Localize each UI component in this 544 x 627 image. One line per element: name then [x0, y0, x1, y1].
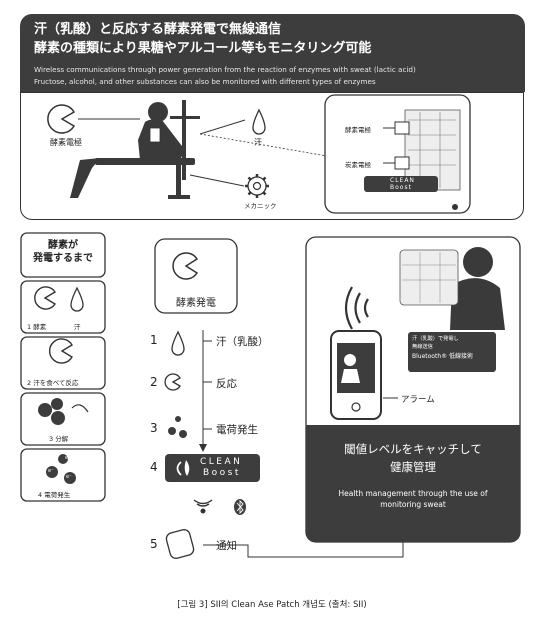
- bluetooth-icon: [234, 499, 246, 515]
- inset-boost-text: Boost: [390, 184, 412, 191]
- figure-caption: [그림 3] SII의 Clean Ase Patch 개념도 (출처: SII…: [177, 600, 367, 610]
- electron-label-3: e⁻: [66, 474, 72, 480]
- inset-enzyme-electrode-label: 酵素電極: [345, 126, 371, 134]
- mid-step3-particles-icon: [168, 416, 187, 438]
- mid-step1-sweat-icon: [171, 330, 185, 356]
- left-column-title: 酵素が 発電するまで: [21, 239, 105, 265]
- health-mgmt-title: 閾値レベルをキャッチして 健康管理: [306, 440, 520, 476]
- step2-label: 反応: [216, 378, 237, 390]
- wireless-info-text: 汗（乳酸）で発電し 無線送信 Bluetooth® 低線接術: [412, 336, 473, 361]
- enzyme-power-label: 酵素発電: [176, 298, 216, 309]
- mechanic-label: メカニック: [244, 202, 277, 210]
- wireless-info-line2: 無線送信: [412, 343, 433, 350]
- header-en-line1: Wireless communications through power ge…: [34, 65, 416, 74]
- clean-boost-leaf-icon: [184, 460, 190, 476]
- notify-device-icon: [165, 529, 195, 559]
- step3-label: 電荷発生: [216, 424, 258, 436]
- zoom-line: [199, 133, 351, 161]
- left-step2-label: 2 汗を食べて反応: [27, 379, 79, 387]
- left-step3-label: 3 分解: [49, 435, 69, 443]
- mid-step2-enzyme-icon: [164, 373, 181, 391]
- left-column-boxes: [20, 232, 106, 502]
- health-mgmt-en: Health management through the use of mon…: [306, 488, 520, 510]
- step3-num: 3: [150, 421, 158, 435]
- clean-boost-text: CLEAN Boost: [200, 457, 242, 479]
- step5-label: 通知: [216, 540, 237, 552]
- health-title-line2: 健康管理: [390, 460, 436, 474]
- left-step4-label: 4 電荷発生: [38, 491, 71, 499]
- clean-boost-line2: Boost: [203, 468, 241, 478]
- step2-num: 2: [150, 375, 158, 389]
- step2-enzyme-icon: [48, 338, 73, 364]
- wireless-waves-icon: [193, 499, 213, 514]
- right-patch-zoom: [399, 249, 459, 306]
- inset-clean-text: CLEAN: [390, 177, 415, 184]
- step1-sweat-icon: [70, 286, 84, 312]
- step5-num: 5: [150, 537, 158, 551]
- clean-boost-box: [165, 454, 260, 482]
- electron-label-2: e⁻: [48, 468, 54, 474]
- step1-label: 汗（乳酸）: [216, 336, 269, 348]
- left-title-line2: 発電するまで: [33, 253, 93, 264]
- inset-zoom: [324, 94, 471, 214]
- person-silhouette-icon: [450, 247, 505, 330]
- header-title-line2: 酵素の種類により果糖やアルコール等もモニタリング可能: [34, 41, 372, 56]
- wireless-info-line1: 汗（乳酸）で発電し: [412, 336, 459, 342]
- header-banner: 汗（乳酸）と反応する酵素発電で無線通信 酵素の種類により果糖やアルコール等もモニ…: [20, 14, 525, 92]
- health-en-line1: Health management through the use of: [338, 489, 488, 498]
- wireless-info-bluetooth: Bluetooth® 低線接術: [412, 353, 474, 360]
- step-connector-ticks: [203, 340, 212, 546]
- patch-on-person: [149, 127, 161, 143]
- inset-carbon-electrode-label: 炭素電極: [345, 161, 371, 169]
- gear-icon: [245, 174, 269, 198]
- flow-arrowhead: [199, 444, 207, 452]
- person-on-bench-icon: [70, 100, 200, 199]
- electron-label-1: e⁻: [65, 455, 71, 461]
- sweat-drop-icon: [252, 108, 266, 135]
- health-mgmt-section: [306, 425, 520, 542]
- step4-electrons-icon: [46, 454, 76, 484]
- notify-connector-line: [212, 540, 404, 558]
- middle-enzyme-icon: [172, 252, 199, 280]
- clean-boost-logo-icon: [176, 461, 182, 476]
- sweat-label: 汗: [254, 138, 262, 147]
- header-title-line1: 汗（乳酸）と反応する酵素発電で無線通信: [34, 22, 282, 37]
- mechanic-leader-line: [189, 174, 245, 187]
- left-step1-sweat-label: 汗: [74, 323, 81, 331]
- health-en-line2: monitoring sweat: [380, 500, 446, 509]
- step1-num: 1: [150, 333, 158, 347]
- enzyme-icon: [47, 104, 76, 134]
- step1-enzyme-icon: [34, 286, 56, 310]
- enzyme-electrode-label: 酵素電極: [50, 138, 82, 147]
- step4-num: 4: [150, 460, 158, 474]
- inset-clean-boost-logo: CLEAN Boost: [390, 177, 415, 191]
- smartphone-icon: [330, 330, 382, 420]
- sweat-leader-line: [199, 119, 246, 135]
- signal-waves-icon: [344, 286, 369, 330]
- header-en-line2: Fructose, alcohol, and other substances …: [34, 77, 376, 86]
- health-title-line1: 閾値レベルをキャッチして: [344, 442, 482, 456]
- step3-particles-icon: [38, 398, 89, 425]
- clean-boost-line1: CLEAN: [200, 457, 243, 467]
- left-step1-label: 1 酵素: [27, 323, 47, 331]
- wireless-info-card: [408, 332, 496, 372]
- left-title-line1: 酵素が: [48, 240, 78, 251]
- alarm-label: アラーム: [401, 395, 435, 405]
